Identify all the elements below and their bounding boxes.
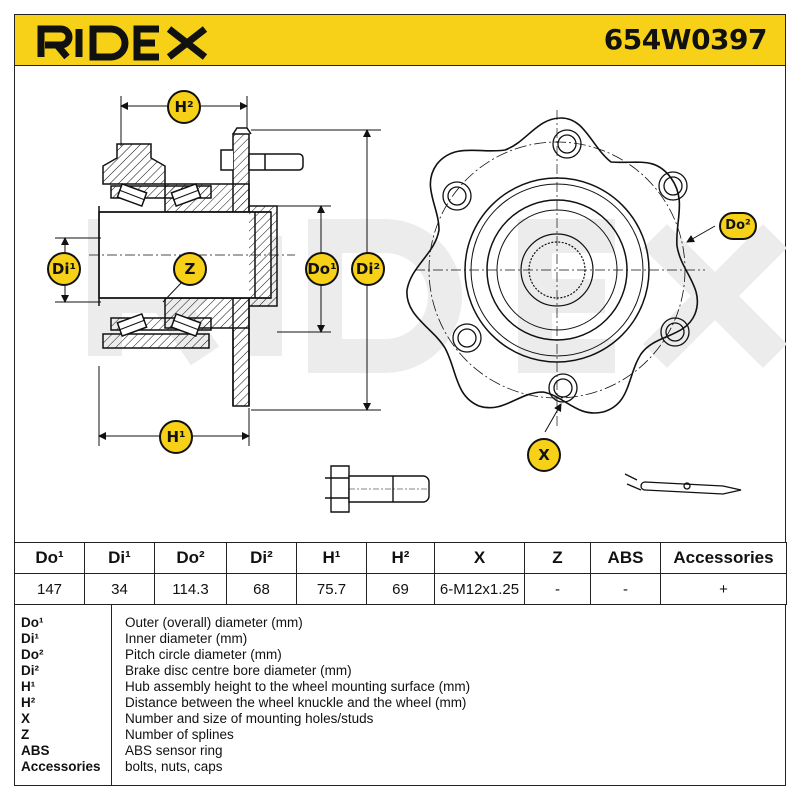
legend-desc: Brake disc centre bore diameter (mm) (125, 663, 352, 678)
col-z: Z (524, 542, 591, 574)
val-abs: - (590, 573, 661, 605)
technical-drawing: H² H¹ Di¹ Z Do¹ Di² Do² X (14, 66, 787, 542)
legend-term: ABS (21, 743, 50, 758)
val-di2: 68 (226, 573, 297, 605)
legend-term: H² (21, 695, 36, 710)
col-di1: Di¹ (84, 542, 155, 574)
legend-desc: Distance between the wheel knuckle and t… (125, 695, 467, 710)
part-number: 654W0397 (603, 23, 768, 56)
cotter-pin-illustration (624, 473, 742, 495)
col-accessories: Accessories (660, 542, 787, 574)
legend-desc: Hub assembly height to the wheel mountin… (125, 679, 471, 694)
col-h2: H² (366, 542, 435, 574)
col-do1: Do¹ (14, 542, 85, 574)
val-accessories: + (660, 573, 787, 605)
legend-term: Di² (21, 663, 39, 678)
label-do1: Do¹ (305, 252, 339, 286)
hub-front-view (406, 110, 716, 433)
legend-term: X (21, 711, 31, 726)
legend: Do¹ Outer (overall) diameter (mm) Di¹ In… (14, 604, 786, 786)
legend-term: H¹ (21, 679, 36, 694)
val-x: 6-M12x1.25 (434, 573, 525, 605)
col-h1: H¹ (296, 542, 367, 574)
val-h1: 75.7 (296, 573, 367, 605)
drawing-canvas (55, 96, 787, 513)
legend-term: Accessories (21, 759, 101, 774)
legend-term: Z (21, 727, 30, 742)
col-abs: ABS (590, 542, 661, 574)
label-h1: H¹ (159, 420, 193, 454)
legend-divider (111, 605, 112, 785)
spec-value-row: 147 34 114.3 68 75.7 69 6-M12x1.25 - - + (14, 573, 787, 605)
col-di2: Di² (226, 542, 297, 574)
hub-section-view (89, 127, 304, 407)
legend-desc: bolts, nuts, caps (125, 759, 223, 774)
val-h2: 69 (366, 573, 435, 605)
val-do1: 147 (14, 573, 85, 605)
label-di1: Di¹ (47, 252, 81, 286)
col-do2: Do² (154, 542, 227, 574)
legend-desc: Inner diameter (mm) (125, 631, 248, 646)
label-z: Z (173, 252, 207, 286)
header-bar: 654W0397 (14, 14, 786, 66)
legend-term: Do¹ (21, 615, 44, 630)
legend-desc: ABS sensor ring (125, 743, 223, 758)
label-di2: Di² (351, 252, 385, 286)
label-x: X (527, 438, 561, 472)
legend-desc: Number and size of mounting holes/studs (125, 711, 374, 726)
spec-table: Do¹ Di¹ Do² Di² H¹ H² X Z ABS Accessorie… (14, 542, 787, 605)
legend-desc: Outer (overall) diameter (mm) (125, 615, 303, 630)
val-di1: 34 (84, 573, 155, 605)
label-h2: H² (167, 90, 201, 124)
legend-desc: Pitch circle diameter (mm) (125, 647, 282, 662)
legend-term: Di¹ (21, 631, 39, 646)
spec-header-row: Do¹ Di¹ Do² Di² H¹ H² X Z ABS Accessorie… (14, 542, 787, 574)
col-x: X (434, 542, 525, 574)
bolt-illustration (325, 465, 430, 513)
legend-desc: Number of splines (125, 727, 234, 742)
label-do2: Do² (719, 212, 757, 240)
ridex-logo (37, 25, 208, 61)
val-z: - (524, 573, 591, 605)
legend-term: Do² (21, 647, 44, 662)
val-do2: 114.3 (154, 573, 227, 605)
